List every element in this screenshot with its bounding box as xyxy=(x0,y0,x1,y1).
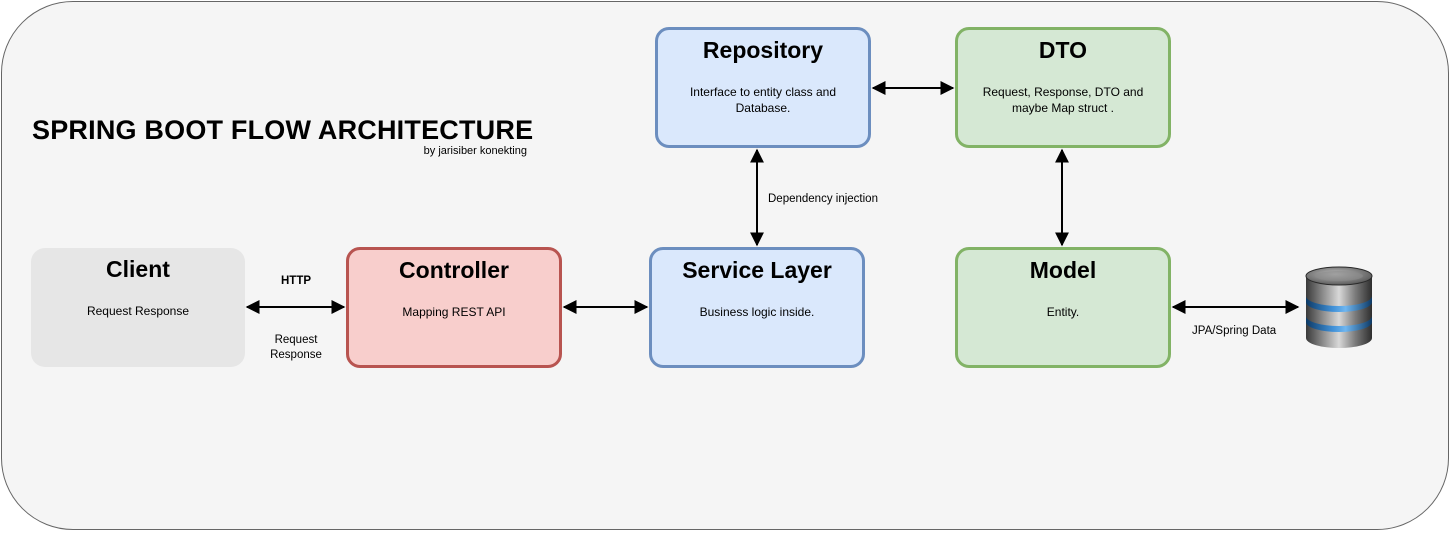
controller-title: Controller xyxy=(399,257,509,283)
diagram-subtitle: by jarisiber konekting xyxy=(423,145,527,157)
client-node[interactable]: Client Request Response xyxy=(31,248,245,367)
service-layer-title: Service Layer xyxy=(682,257,832,283)
dto-desc-line-1: Request, Response, DTO and xyxy=(982,85,1144,99)
dto-node[interactable]: DTO Request, Response, DTO and maybe Map… xyxy=(955,27,1171,148)
model-title: Model xyxy=(1029,257,1097,283)
model-desc: Entity. xyxy=(1046,305,1080,319)
http-label: HTTP xyxy=(280,275,312,287)
dependency-injection-label: Dependency injection xyxy=(768,193,878,205)
repository-node[interactable]: Repository Interface to entity class and… xyxy=(655,27,871,148)
client-desc: Request Response xyxy=(86,304,190,318)
response-label: Response xyxy=(270,349,322,361)
request-label: Request xyxy=(274,334,318,346)
dto-desc-line-2: maybe Map struct . xyxy=(1011,101,1115,115)
client-title: Client xyxy=(106,256,170,282)
diagram-title: SPRING BOOT FLOW ARCHITECTURE xyxy=(32,115,534,145)
controller-desc: Mapping REST API xyxy=(402,305,506,319)
service-layer-desc: Business logic inside. xyxy=(699,305,815,319)
jpa-spring-data-label: JPA/Spring Data xyxy=(1192,325,1277,337)
controller-node[interactable]: Controller Mapping REST API xyxy=(346,247,562,368)
dto-title: DTO xyxy=(1038,37,1088,63)
service-layer-node[interactable]: Service Layer Business logic inside. xyxy=(649,247,865,368)
repository-desc-line-2: Database. xyxy=(735,101,791,115)
repository-title: Repository xyxy=(702,37,824,63)
database-icon xyxy=(1305,266,1373,348)
model-node[interactable]: Model Entity. xyxy=(955,247,1171,368)
repository-desc-line-1: Interface to entity class and xyxy=(689,85,837,99)
